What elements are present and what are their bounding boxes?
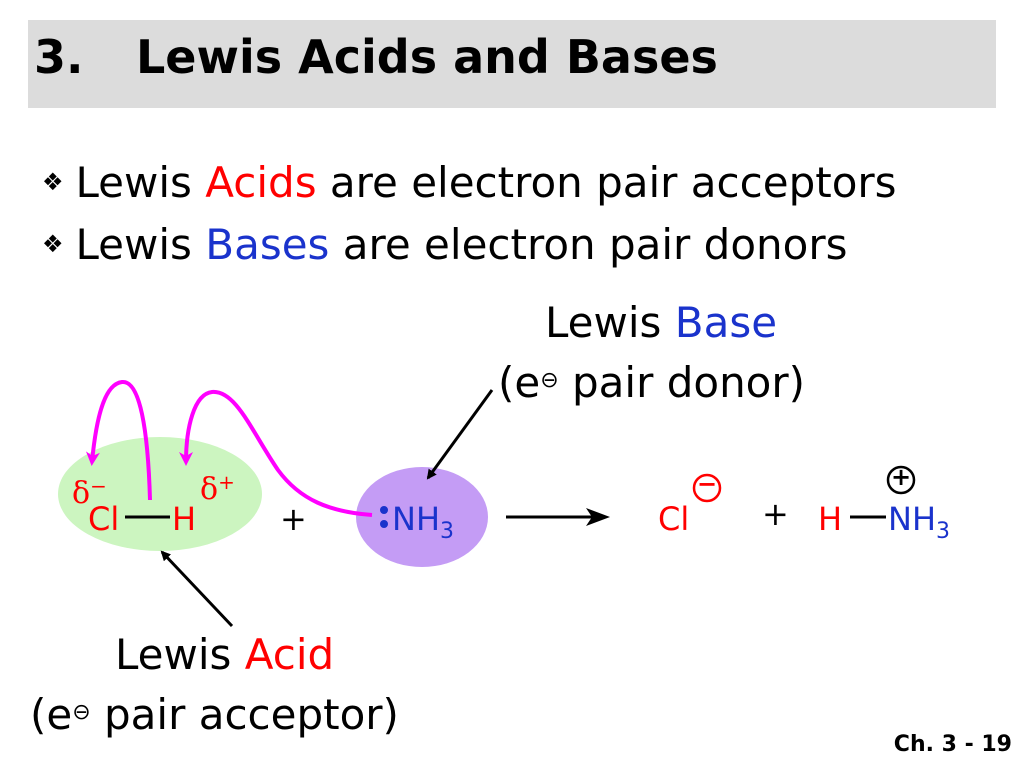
bases-highlight: Bases	[205, 220, 330, 269]
lone-pair-dot	[380, 506, 388, 514]
bullet-text: Lewis	[75, 220, 206, 269]
curved-arrow-lonepair-to-h	[179, 390, 373, 517]
ammonia: NH3	[392, 500, 454, 544]
hcl-hydrogen: H	[172, 500, 197, 538]
partial-negative: δ−	[72, 474, 107, 511]
plus-sign: +	[762, 495, 789, 533]
base-pointer-arrow	[426, 389, 494, 480]
acid-pointer-arrow	[160, 550, 234, 628]
bullet-text: are electron pair donors	[329, 220, 848, 269]
bullet-text: are electron pair acceptors	[316, 158, 897, 207]
title-bar: 3. Lewis Acids and Bases	[28, 20, 996, 108]
chloride-ion: Cl	[658, 500, 690, 538]
negative-charge-circle	[692, 473, 722, 503]
product-hydrogen: H	[818, 500, 843, 538]
acids-highlight: Acids	[205, 158, 317, 207]
title-number: 3.	[34, 30, 84, 84]
slide-number: Ch. 3 - 19	[893, 732, 1012, 757]
chloride-charge: −	[697, 470, 718, 498]
base-ellipse	[356, 467, 488, 567]
curved-arrow-bond-to-cl	[85, 380, 152, 501]
bullet-acids: ❖ Lewis Acids are electron pair acceptors	[42, 158, 897, 207]
reaction-arrowhead	[586, 508, 610, 526]
lone-pair-dot	[380, 520, 388, 528]
lewis-base-label: Lewis Base	[545, 298, 778, 347]
ammonium-n: NH3	[888, 500, 950, 544]
page-title: Lewis Acids and Bases	[136, 30, 718, 84]
diamond-bullet-icon: ❖	[42, 167, 64, 196]
lewis-base-sublabel: (e⊖ pair donor)	[498, 358, 806, 407]
positive-charge-circle	[886, 465, 916, 495]
acid-ellipse	[58, 437, 262, 551]
hcl-chlorine: Cl	[88, 500, 120, 538]
ammonium-charge: +	[891, 463, 912, 491]
plus-sign: +	[280, 500, 307, 538]
bullet-text: Lewis	[75, 158, 206, 207]
lewis-acid-sublabel: (e⊖ pair acceptor)	[30, 690, 399, 739]
lewis-acid-label: Lewis Acid	[115, 630, 335, 679]
partial-positive: δ+	[200, 470, 235, 507]
diamond-bullet-icon: ❖	[42, 229, 64, 258]
bullet-bases: ❖ Lewis Bases are electron pair donors	[42, 220, 848, 269]
